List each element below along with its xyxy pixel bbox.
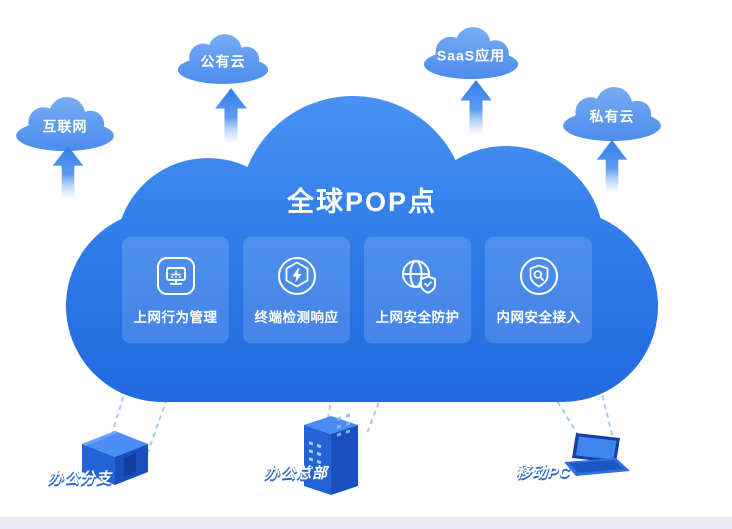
laptop-icon (556, 430, 636, 484)
cloud-icon (563, 87, 661, 141)
branch-office-label: 办公分支 (48, 470, 113, 487)
up-arrow-internet (52, 146, 84, 198)
headquarters-label: 办公总部 (264, 465, 329, 482)
public-cloud: 公有云 (176, 33, 270, 85)
cloud-icon (16, 97, 114, 151)
shield-badge-icon (518, 255, 560, 297)
up-arrow-private-cloud (596, 140, 628, 192)
headquarters-building-icon (296, 412, 366, 498)
internet-cloud-label: 互联网 (42, 118, 88, 135)
public-cloud-label: 公有云 (200, 53, 246, 70)
saas-cloud-label: SaaS应用 (436, 47, 506, 64)
up-arrow-icon (596, 140, 628, 192)
card-label: 上网安全防护 (375, 309, 460, 325)
globe-shield-icon (397, 255, 439, 297)
card-internet-security-protection: 上网安全防护 (364, 237, 471, 343)
saas-cloud: SaaS应用 (420, 26, 522, 80)
card-label: 上网行为管理 (133, 309, 218, 325)
up-arrow-icon (215, 88, 247, 142)
card-label: 内网安全接入 (496, 309, 581, 325)
lightning-shield-icon (276, 255, 318, 297)
card-intranet-secure-access: 内网安全接入 (485, 237, 592, 343)
up-arrow-public-cloud (215, 88, 247, 142)
diagram-title: 全球POP点 (286, 187, 438, 217)
cloud-icon (177, 34, 269, 84)
up-arrow-icon (52, 146, 84, 198)
private-cloud: 私有云 (560, 86, 664, 142)
monitor-network-icon (155, 255, 197, 297)
bottom-divider-bar (0, 517, 732, 529)
service-cards: 上网行为管理 终端检测响应 (122, 237, 592, 343)
cloud-icon (423, 26, 519, 80)
card-internet-behavior-management: 上网行为管理 (122, 237, 229, 343)
up-arrow-saas (460, 80, 492, 134)
internet-cloud: 互联网 (14, 96, 116, 152)
mobile-pc-label: 移动PC (516, 464, 571, 481)
branch-building-icon (72, 424, 158, 488)
card-label: 终端检测响应 (254, 309, 339, 325)
private-cloud-label: 私有云 (589, 108, 635, 125)
up-arrow-icon (460, 80, 492, 134)
card-endpoint-detection-response: 终端检测响应 (243, 237, 350, 343)
